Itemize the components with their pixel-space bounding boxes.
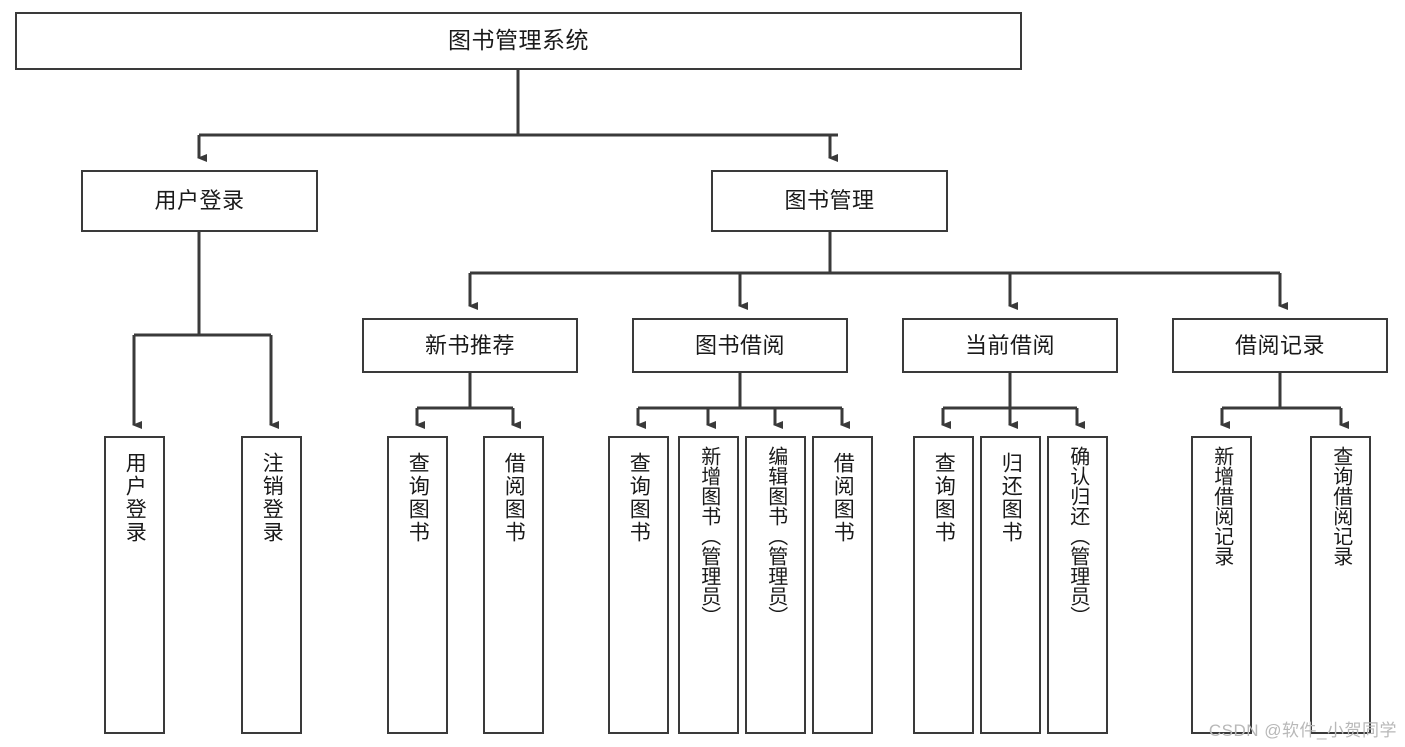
leaf-book-borrow-borrow-book[interactable]: 借阅图书 xyxy=(812,436,873,734)
node-label: 当前借阅 xyxy=(964,332,1055,358)
node-label: 借阅图书 xyxy=(502,452,526,544)
leaf-book-borrow-edit-book-admin[interactable]: 编辑图书（管理员） xyxy=(745,436,806,734)
node-current-borrow[interactable]: 当前借阅 xyxy=(902,318,1118,373)
node-label: 查询图书 xyxy=(627,452,651,544)
node-label: 新书推荐 xyxy=(424,332,515,358)
leaf-current-borrow-return-book[interactable]: 归还图书 xyxy=(980,436,1041,734)
node-label: 用户登录 xyxy=(123,452,147,544)
leaf-current-borrow-confirm-return-admin[interactable]: 确认归还（管理员） xyxy=(1047,436,1108,734)
node-label: 用户登录 xyxy=(154,188,245,214)
leaf-current-borrow-query-book[interactable]: 查询图书 xyxy=(913,436,974,734)
node-label: 借阅图书 xyxy=(831,452,855,544)
node-root-library-system[interactable]: 图书管理系统 xyxy=(15,12,1022,70)
node-label: 注销登录 xyxy=(260,452,284,544)
csdn-watermark: CSDN @软件_小贺同学 xyxy=(1208,721,1397,740)
leaf-user-login-login[interactable]: 用户登录 xyxy=(104,436,165,734)
leaf-borrow-record-query-record[interactable]: 查询借阅记录 xyxy=(1310,436,1371,734)
node-book-management[interactable]: 图书管理 xyxy=(711,170,948,232)
node-label: 图书管理 xyxy=(784,188,875,214)
leaf-user-login-logout[interactable]: 注销登录 xyxy=(241,436,302,734)
node-label: 查询图书 xyxy=(406,452,430,544)
leaf-new-book-borrow-book[interactable]: 借阅图书 xyxy=(483,436,544,734)
leaf-book-borrow-add-book-admin[interactable]: 新增图书（管理员） xyxy=(678,436,739,734)
leaf-new-book-query-book[interactable]: 查询图书 xyxy=(387,436,448,734)
node-label: 图书借阅 xyxy=(694,332,785,358)
node-label: 查询借阅记录 xyxy=(1329,446,1352,566)
node-label: 编辑图书（管理员） xyxy=(764,446,787,626)
node-label: 新增借阅记录 xyxy=(1210,446,1233,566)
node-new-book-recommend[interactable]: 新书推荐 xyxy=(362,318,578,373)
leaf-book-borrow-query-book[interactable]: 查询图书 xyxy=(608,436,669,734)
node-user-login[interactable]: 用户登录 xyxy=(81,170,318,232)
node-label: 借阅记录 xyxy=(1234,332,1325,358)
node-label: 新增图书（管理员） xyxy=(697,446,720,626)
node-book-borrow[interactable]: 图书借阅 xyxy=(632,318,848,373)
leaf-borrow-record-add-record[interactable]: 新增借阅记录 xyxy=(1191,436,1252,734)
node-label: 归还图书 xyxy=(999,452,1023,544)
node-label: 图书管理系统 xyxy=(448,27,589,54)
node-label: 确认归还（管理员） xyxy=(1066,446,1089,626)
node-borrow-record[interactable]: 借阅记录 xyxy=(1172,318,1388,373)
node-label: 查询图书 xyxy=(932,452,956,544)
